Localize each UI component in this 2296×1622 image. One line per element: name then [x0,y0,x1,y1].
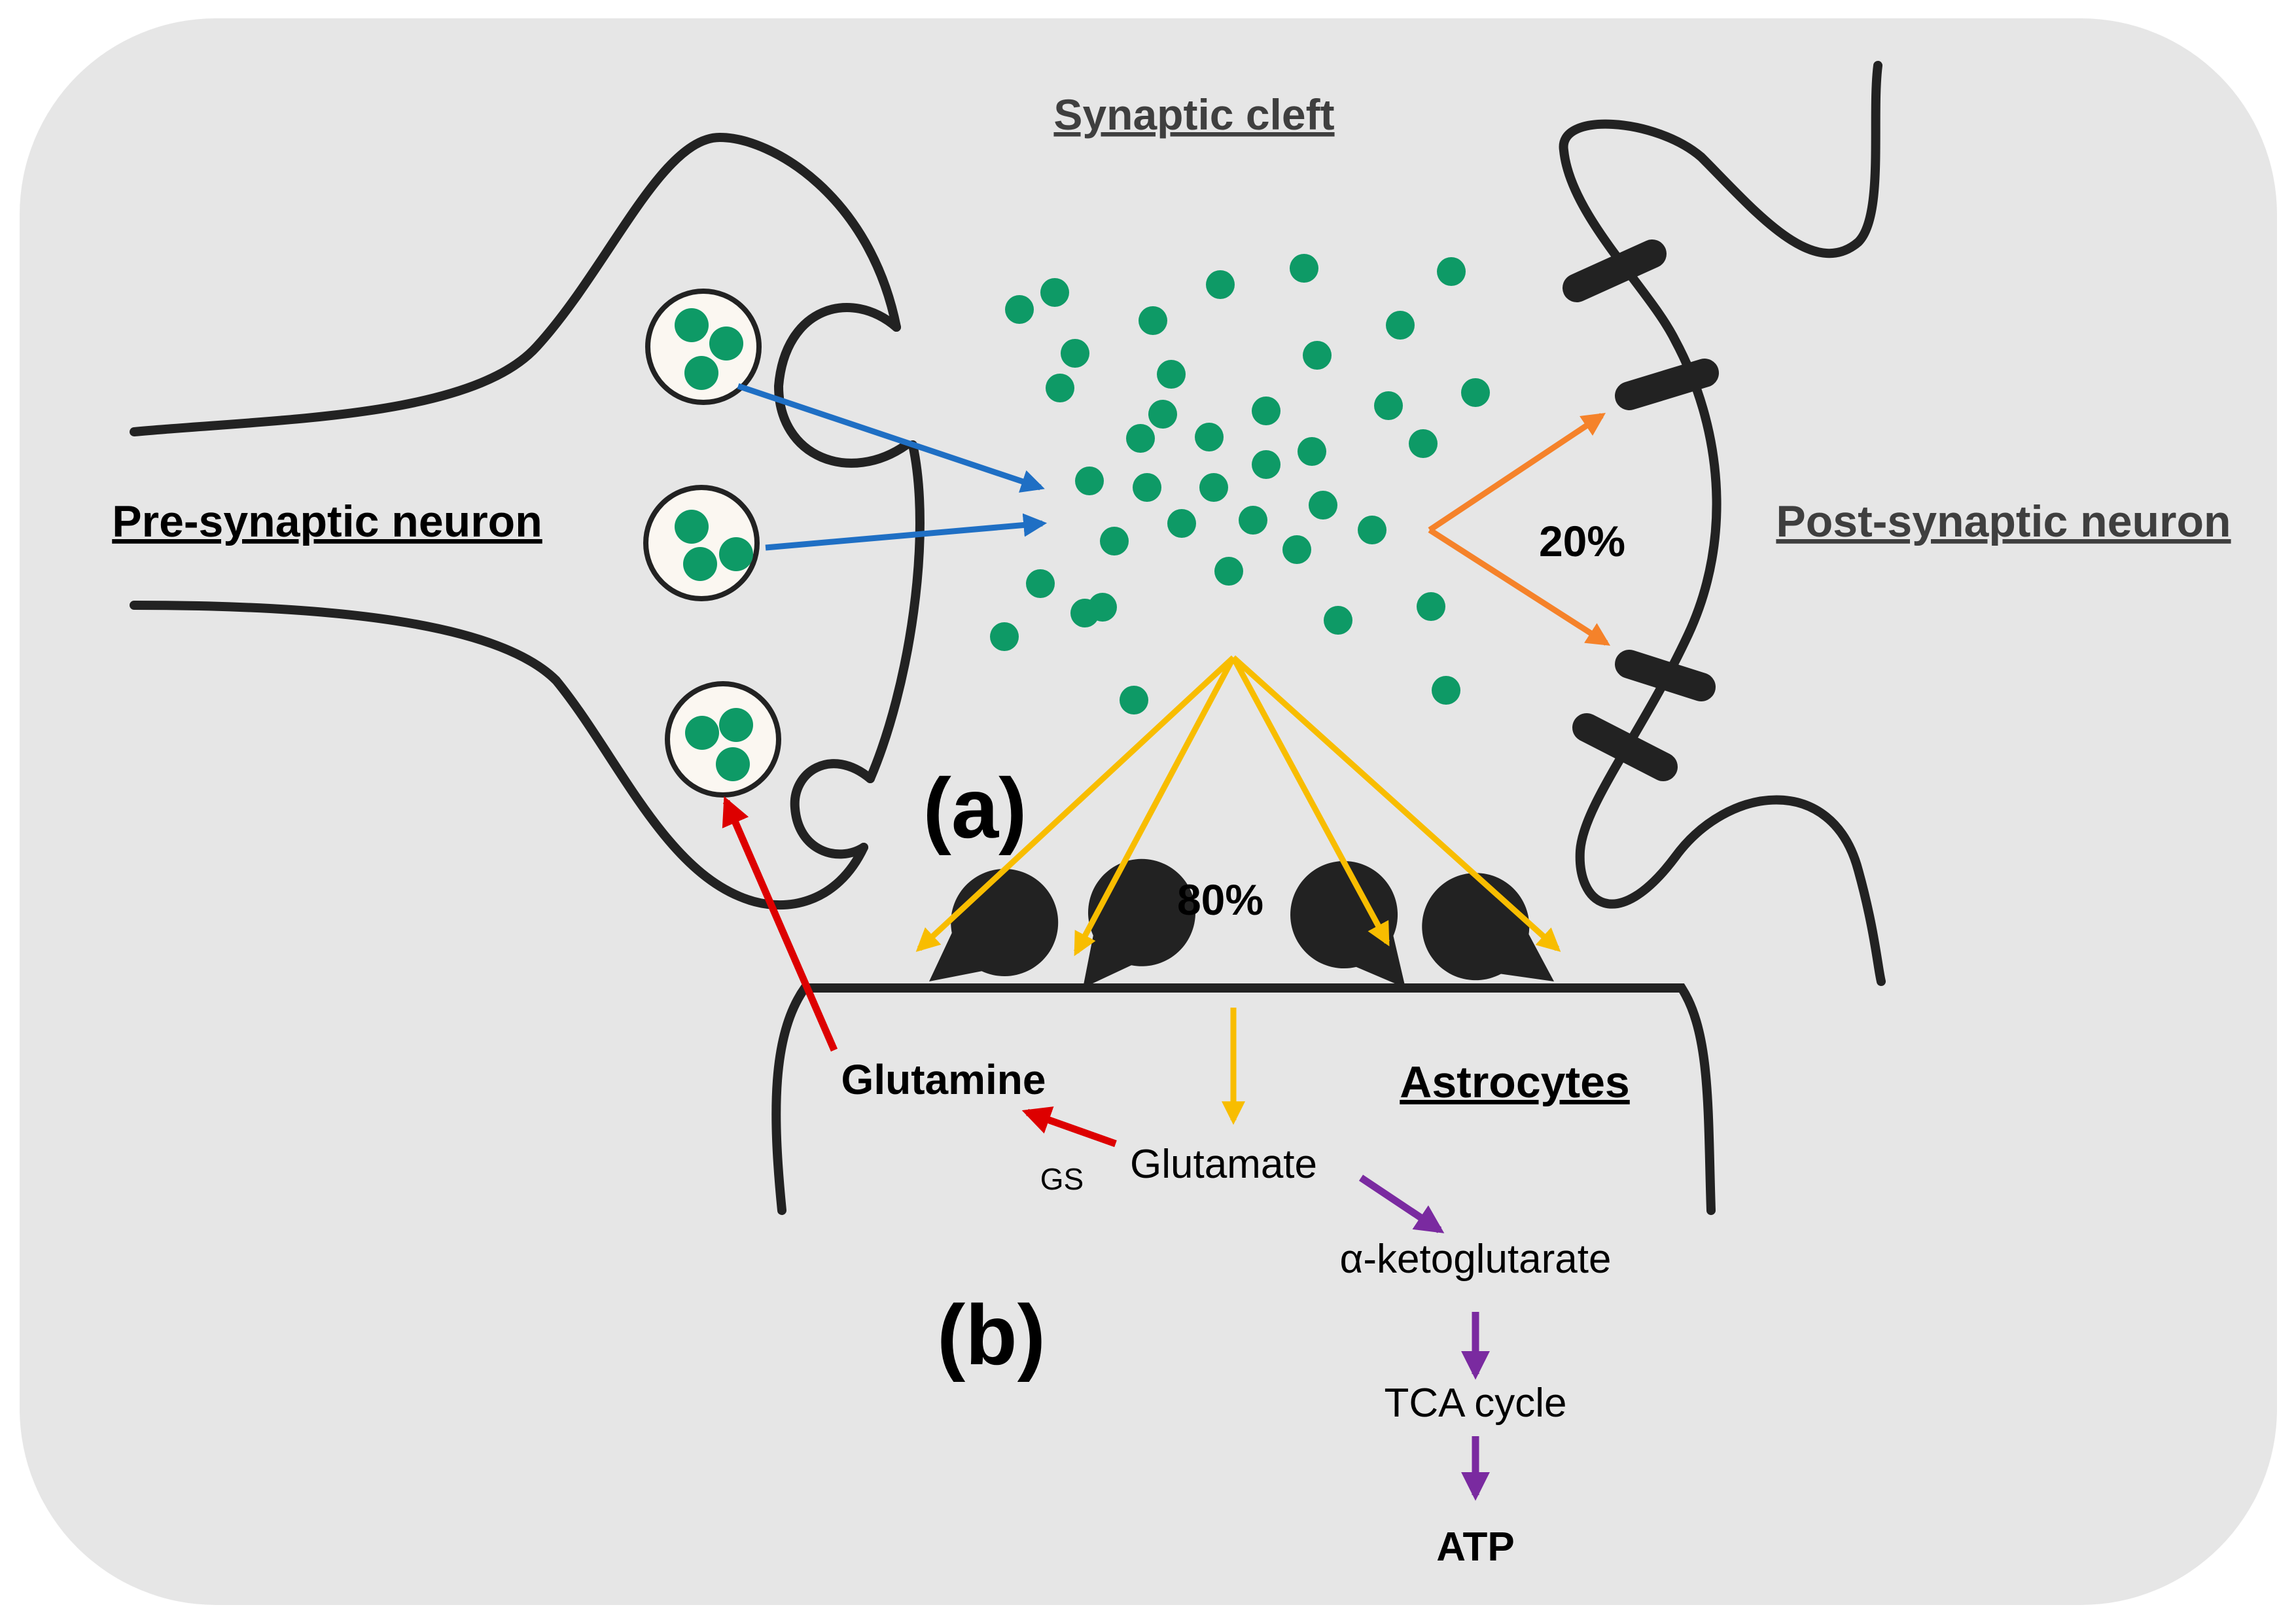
post-synaptic-arrows [1428,413,1611,646]
uptake-arrow-3 [1231,656,1390,947]
glutamate-dot [1075,467,1104,495]
pre-synaptic-terminal-side [866,440,925,783]
glutamate-dot [1324,606,1352,635]
glutamate-dot [675,510,709,544]
glutamate-dot [1199,473,1228,502]
glutamate-dot [716,747,750,781]
vesicle-3 [665,681,781,798]
astrocyte-outline [771,983,1716,1215]
panel-b-label: (b) [937,1287,1046,1383]
glutamate-dot [1026,569,1055,598]
pre-synaptic-neuron-label: Pre-synaptic neuron [112,497,542,546]
gs-arrow [1021,1106,1117,1148]
release-arrow-1 [737,383,1045,493]
glutamate-dot [1252,397,1280,425]
glutamate-dot [1126,424,1155,453]
transporter-1 [929,869,1059,981]
glutamine-return-arrow [722,796,838,1052]
glutamate-label: Glutamate [1130,1142,1317,1187]
vesicle-2 [643,485,760,601]
glutamate-dot [1214,557,1243,586]
glutamate-dot [1167,509,1196,538]
glutamate-dot [1157,360,1186,389]
glutamate-dot [1040,278,1069,307]
glutamate-dot [1239,506,1267,535]
glutamate-dot [1046,374,1074,402]
glutamate-dot [1290,254,1318,283]
glutamate-dot [1005,295,1034,324]
receptor-bar [1572,713,1678,781]
glutamate-dot [719,708,753,742]
glutamate-dot [1417,592,1445,621]
glutamate-dot [1374,391,1403,420]
post-synaptic-receptors [1563,239,1719,781]
uptake-arrow-2 [1074,656,1236,957]
glutamate-dot [1386,311,1415,340]
pre-synaptic-lower-outline [130,601,868,910]
glutamate-dot [1139,306,1167,335]
glutamate-dot [1461,378,1490,407]
glutamate-dot [1409,429,1438,458]
glutamine-arrows [722,796,1117,1148]
akg-label: α-ketoglutarate [1340,1237,1612,1282]
uptake-arrows [915,655,1561,1125]
pre-synaptic-receptor-notch-bottom [790,759,875,859]
pre-synaptic-upper-outline [130,133,901,436]
glutamate-dot [1282,535,1311,564]
metabolism-arrows [1358,1174,1490,1501]
glutamate-dot [685,716,719,750]
astrocytes-label: Astrocytes [1400,1057,1630,1107]
transporter-4 [1422,873,1554,981]
transporter-3 [1290,861,1405,988]
post-synaptic-outline [1559,61,1886,986]
receptor-bar [1615,359,1719,410]
glutamate-dot [990,622,1019,651]
tca-cycle-label: TCA cycle [1384,1381,1566,1426]
pre-synaptic-receptor-notch-top [774,303,911,468]
glutamate-dot [684,356,718,390]
glutamate-dot [1252,450,1280,479]
receptor-bar [1563,239,1667,302]
gs-label: GS [1040,1162,1084,1196]
glutamate-dot [709,326,743,361]
uptake-arrow-1 [915,655,1236,952]
pre-synaptic-neuron [130,133,925,910]
astrocyte-percentage: 80% [1177,875,1263,924]
glutamine-label: Glutamine [841,1056,1046,1103]
glutamate-dot [1061,339,1089,368]
glutamate-dot [1120,686,1148,714]
synaptic-cleft-label: Synaptic cleft [1053,90,1334,139]
glutamate-dot [1133,473,1161,502]
release-arrows [737,383,1048,551]
vesicle-1 [645,289,762,405]
post-synaptic-percentage: 20% [1539,517,1625,565]
glutamate-dot [1358,516,1386,544]
glutamate-dot [719,537,753,571]
post-arrow-upper [1428,413,1606,533]
glutamate-dot [1070,599,1099,627]
synaptic-cleft-glutamate [990,254,1490,714]
glutamate-dot [1148,400,1177,429]
uptake-arrow-4 [1231,655,1561,952]
glutamate-dot [1437,257,1466,286]
glutamate-to-akg-arrow [1358,1174,1445,1233]
post-synaptic-neuron-label: Post-synaptic neuron [1776,497,2231,546]
release-arrow-2 [765,513,1048,551]
glutamate-dot [1298,437,1326,466]
glutamate-dot [1195,423,1224,451]
astrocyte-transporters [929,858,1554,988]
glutamate-dot [1206,270,1235,299]
atp-label: ATP [1436,1525,1514,1570]
receptor-bar [1615,650,1716,701]
post-synaptic-neuron [1559,61,1886,986]
glutamate-dot [1309,491,1337,520]
glutamate-dot [683,547,717,581]
glutamate-dot [675,308,709,342]
glutamate-dot [1303,341,1332,370]
glutamate-dot [1432,676,1460,705]
glutamate-dot [1100,527,1129,555]
panel-a-label: (a) [923,760,1027,856]
post-arrow-lower [1428,527,1611,646]
